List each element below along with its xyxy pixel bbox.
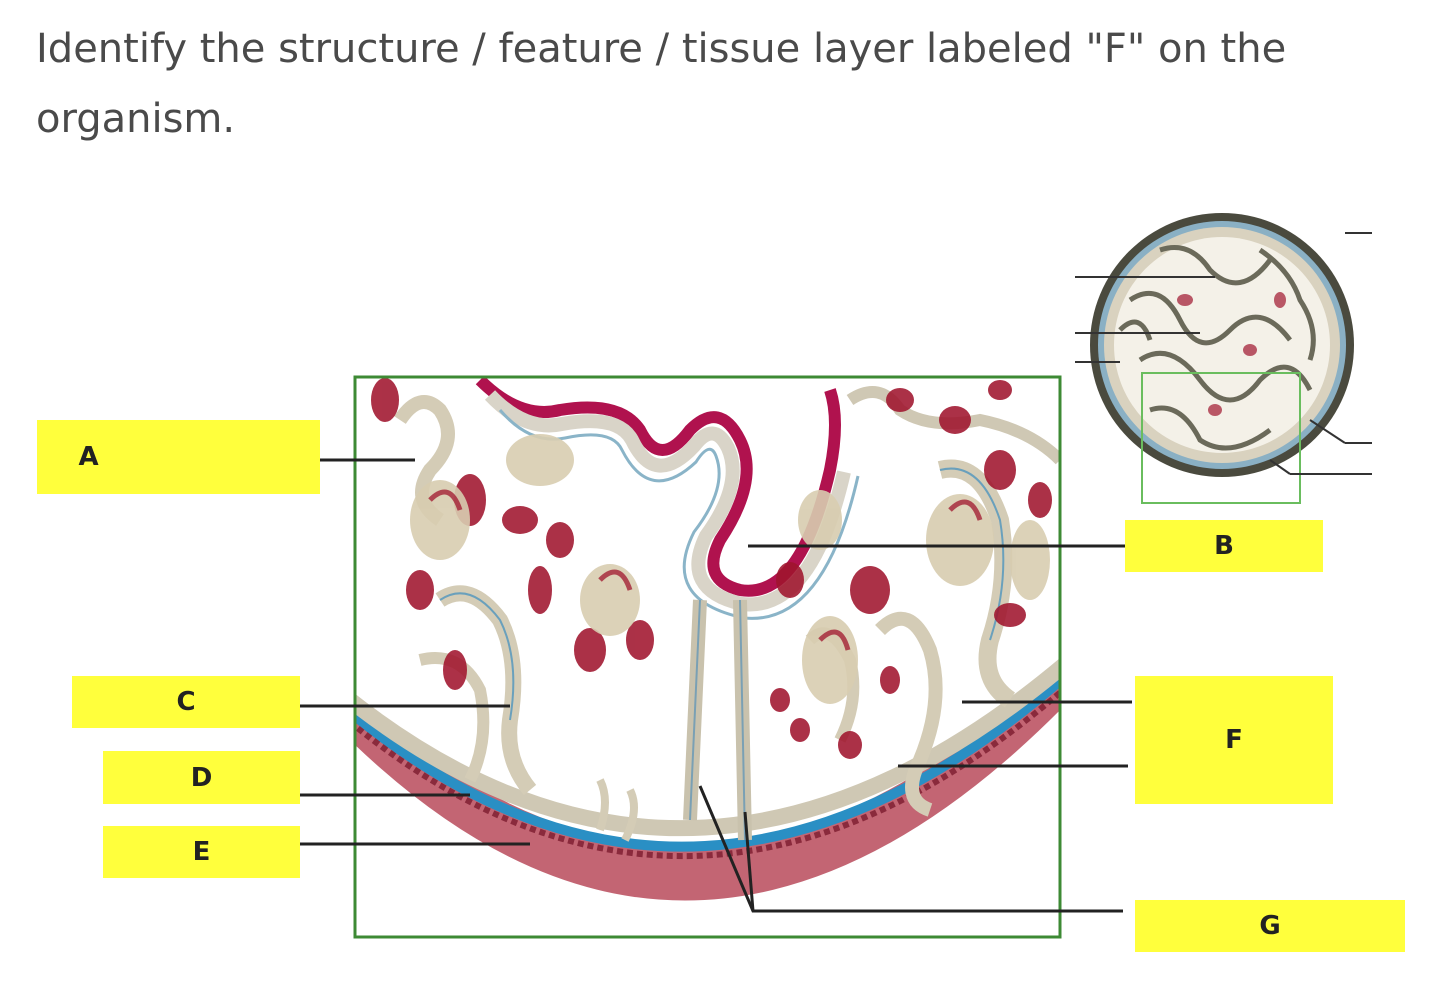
label-a: A	[37, 420, 320, 494]
label-f-text: F	[1225, 725, 1243, 755]
label-e: E	[103, 826, 300, 878]
label-g: G	[1135, 900, 1405, 952]
label-d-text: D	[190, 762, 213, 793]
label-g-text: G	[1259, 911, 1281, 941]
label-d: D	[103, 751, 300, 804]
enlarged-section-frame	[353, 375, 1062, 939]
label-a-text: A	[78, 442, 99, 472]
leader-line-g-branch	[743, 811, 755, 912]
body-wall-circular-muscle	[355, 674, 1060, 852]
body-wall-epidermis	[355, 659, 1060, 901]
inset-cross-section	[1075, 213, 1372, 504]
leader-lines	[300, 458, 1132, 913]
label-b-text: B	[1214, 531, 1234, 561]
body-wall-longitudinal-muscle	[355, 657, 1060, 837]
label-f: F	[1135, 676, 1333, 804]
label-e-text: E	[192, 837, 211, 867]
label-b: B	[1125, 520, 1323, 572]
question-text: Identify the structure / feature / tissu…	[36, 26, 1287, 142]
enlarged-section	[355, 377, 1060, 901]
label-c: C	[72, 676, 300, 728]
label-c-text: C	[176, 687, 196, 717]
inset-highlight-frame	[1141, 372, 1301, 504]
